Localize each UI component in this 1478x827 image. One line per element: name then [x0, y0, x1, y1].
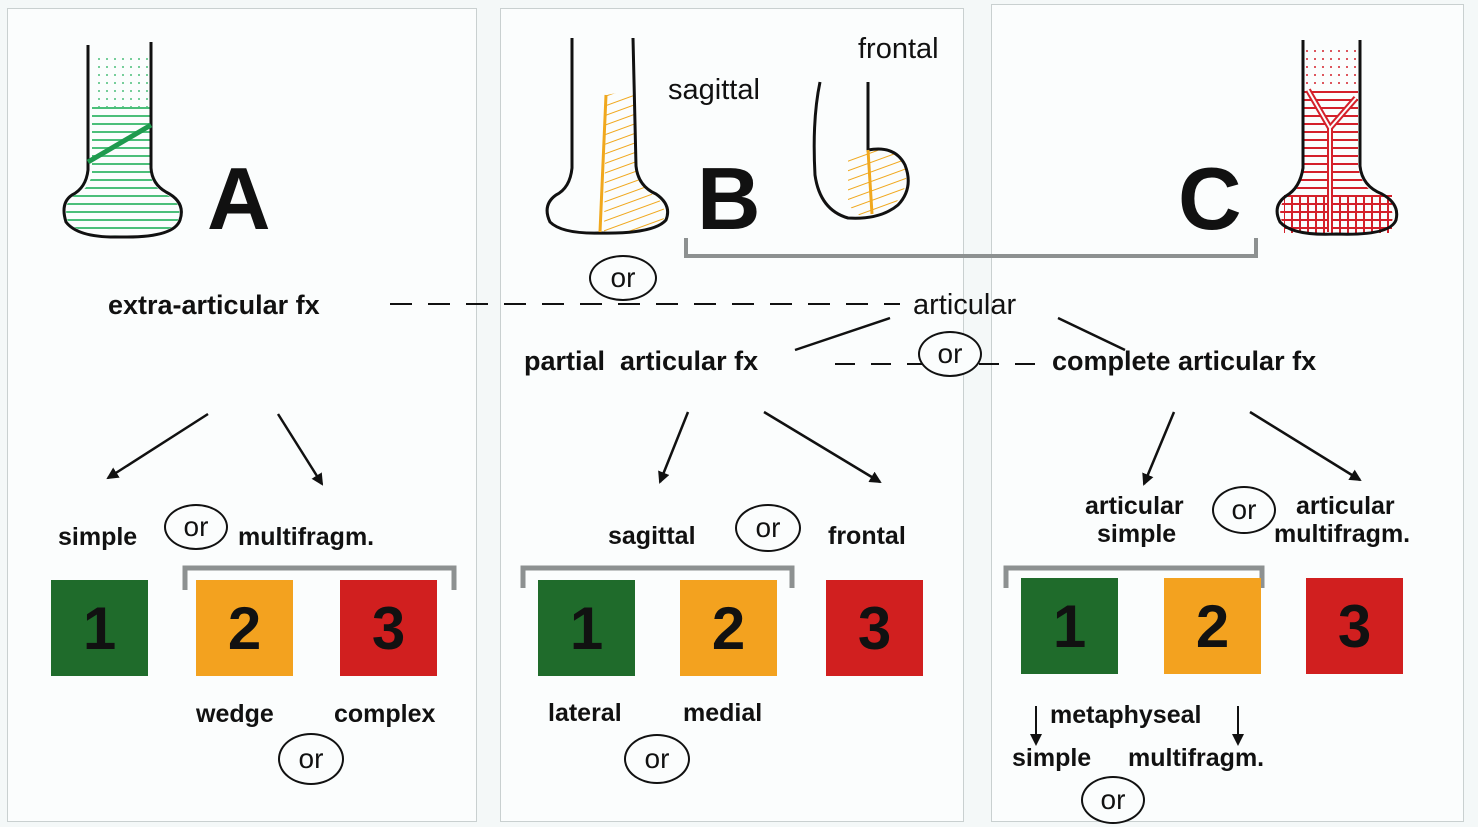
group-a3-label: 3 — [371, 594, 406, 662]
or-circle-partial-complete: or — [918, 331, 982, 377]
subgroup-medial: medial — [683, 699, 763, 727]
group-c1-label: 1 — [1052, 592, 1087, 660]
group-a1-square: 1 — [51, 580, 148, 676]
panel-b — [500, 8, 964, 822]
bone-sagittal-fracture-icon — [545, 37, 670, 235]
or-circle-a-branch: or — [164, 504, 228, 550]
group-a2-square: 2 — [196, 580, 293, 676]
branch-articular-multifragmentary-line1: articular — [1296, 492, 1395, 520]
panel-a — [7, 8, 477, 822]
group-b3-square: 3 — [826, 580, 923, 676]
bone-complete-articular-icon — [1275, 40, 1399, 236]
letter-c: C — [1178, 149, 1242, 248]
or-circle-b-branch: or — [735, 504, 801, 552]
branch-articular-simple-line2: simple — [1097, 520, 1177, 548]
group-b3-label: 3 — [857, 594, 892, 662]
or-circle-a-subgroup: or — [278, 733, 344, 785]
group-b2-label: 2 — [711, 594, 746, 662]
subgroup-metaphyseal-simple: simple — [1012, 744, 1092, 772]
letter-b: B — [697, 149, 761, 248]
type-label-partial-articular: partial articular fx — [524, 346, 759, 376]
subgroup-lateral: lateral — [548, 699, 622, 727]
panel-c — [991, 4, 1464, 822]
group-a1-label: 1 — [82, 594, 117, 662]
subgroup-metaphyseal-multifragmentary: multifragm. — [1128, 744, 1265, 772]
subgroup-complex: complex — [334, 700, 436, 728]
group-c3-square: 3 — [1306, 578, 1403, 674]
group-c1-square: 1 — [1021, 578, 1118, 674]
group-b1-square: 1 — [538, 580, 635, 676]
branch-articular-multifragmentary-line2: multifragm. — [1274, 520, 1411, 548]
label-articular: articular — [913, 289, 1017, 321]
subgroup-metaphyseal: metaphyseal — [1050, 701, 1202, 729]
type-label-complete-articular: complete articular fx — [1052, 346, 1317, 376]
branch-articular-simple-line1: articular — [1085, 492, 1184, 520]
group-a2-label: 2 — [227, 594, 262, 662]
group-b2-square: 2 — [680, 580, 777, 676]
group-b1-label: 1 — [569, 594, 604, 662]
label-sagittal-plane: sagittal — [668, 74, 760, 106]
or-circle-b-planes: or — [589, 255, 657, 301]
bone-extra-articular-icon — [62, 42, 183, 239]
or-circle-c-subgroup: or — [1081, 776, 1145, 824]
group-a3-square: 3 — [340, 580, 437, 676]
subgroup-wedge: wedge — [196, 700, 274, 728]
branch-simple: simple — [58, 523, 138, 551]
bone-frontal-fracture-icon — [812, 81, 910, 220]
or-circle-b-subgroup: or — [624, 734, 690, 784]
letter-a: A — [207, 149, 271, 248]
branch-sagittal: sagittal — [608, 522, 696, 550]
group-c3-label: 3 — [1337, 592, 1372, 660]
or-circle-c-branch: or — [1212, 486, 1276, 534]
label-frontal-plane: frontal — [858, 33, 939, 65]
group-c2-square: 2 — [1164, 578, 1261, 674]
branch-multifragmentary: multifragm. — [238, 523, 375, 551]
branch-frontal: frontal — [828, 522, 906, 550]
group-c2-label: 2 — [1195, 592, 1230, 660]
type-label-extra-articular: extra-articular fx — [108, 290, 320, 320]
